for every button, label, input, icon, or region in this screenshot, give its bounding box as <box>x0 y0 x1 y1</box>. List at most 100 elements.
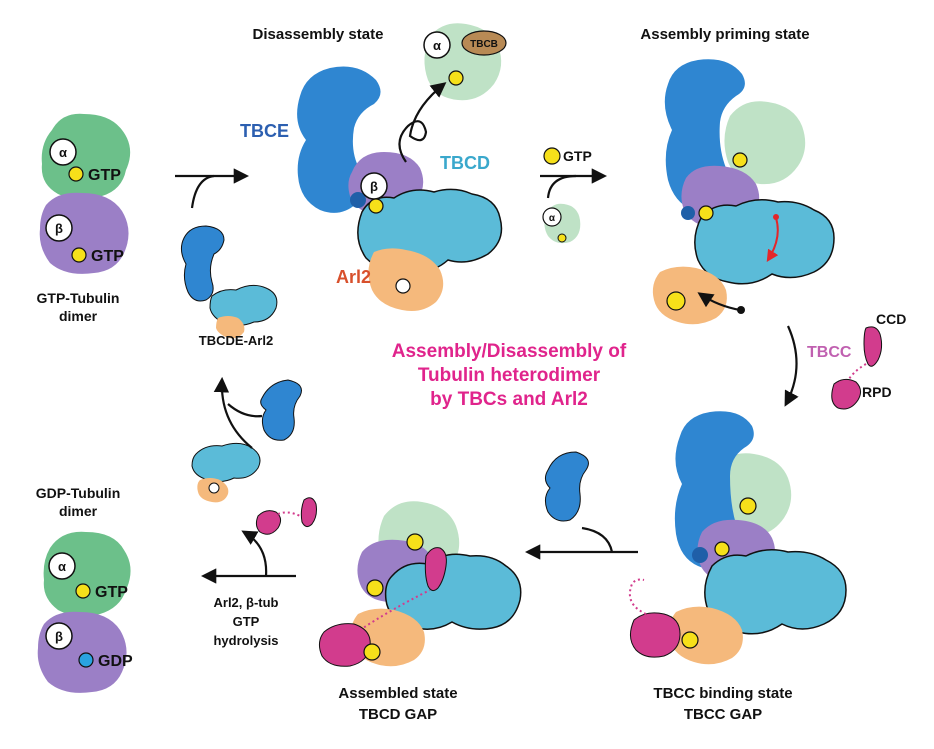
center-title-line2: Tubulin heterodimer <box>418 365 601 386</box>
tbcd-shape <box>209 284 278 327</box>
tbce-ubl-dot <box>692 547 708 563</box>
title-tbcc-binding-state: TBCC binding state <box>653 685 792 702</box>
hydrolysis-label-1: Arl2, β-tub <box>214 595 279 610</box>
gtp-ball <box>543 147 561 165</box>
gdp-tubulin-label: GDP-Tubulin <box>36 485 121 501</box>
tbcc-rpd-shape <box>630 612 681 658</box>
rpd-label: RPD <box>862 384 892 400</box>
tbcd-shape <box>191 442 261 483</box>
gtp-ball <box>557 233 567 243</box>
alpha-badge <box>542 207 562 227</box>
gtp-ball <box>739 497 757 515</box>
tbce-ubl-dot <box>350 192 366 208</box>
alpha-badge-text: α <box>433 38 441 53</box>
conformational-change-arrow <box>766 217 779 263</box>
tbcc-linker <box>628 578 647 615</box>
conformational-change-origin <box>773 214 779 220</box>
gtp-label: GTP <box>88 167 121 184</box>
tbcd-shape <box>694 199 835 285</box>
beta-tubulin-shape <box>39 192 129 274</box>
arrow-branch-gtp <box>546 174 577 199</box>
gtp-ball <box>448 70 464 86</box>
assembly-priming-complex <box>652 59 835 325</box>
arrow-branch-release <box>241 530 268 577</box>
alpha-badge <box>49 138 77 166</box>
arrow-branch-tbce-join <box>227 403 263 418</box>
beta-badge-text: β <box>55 221 63 236</box>
alpha-tbcb-complex: α TBCB <box>423 23 507 101</box>
tbcb-shape <box>461 30 507 56</box>
center-title-line1: Assembly/Disassembly of <box>392 341 627 362</box>
arrow-to-tbcc-binding <box>784 325 799 407</box>
beta-badge <box>45 214 73 242</box>
title-tbcd-gap: TBCD GAP <box>359 706 437 723</box>
gdp-tubulin-label-2: dimer <box>59 503 98 519</box>
gtp-ball <box>681 631 699 649</box>
gtp-ball <box>368 198 384 214</box>
gtp-ball <box>714 541 730 557</box>
beta-badge <box>45 622 73 650</box>
gtp-tubulin-label-2: dimer <box>59 308 98 324</box>
tbcc-rpd-shape <box>255 510 282 535</box>
gtp-ball <box>71 247 87 263</box>
tbcde-arl2-label: TBCDE-Arl2 <box>199 333 273 348</box>
gdp-tubulin-dimer: α β GTP GDP <box>37 531 133 693</box>
arrow-alpha-release <box>398 82 447 163</box>
tbcd-label: TBCD <box>440 153 490 173</box>
title-disassembly-state: Disassembly state <box>253 26 384 43</box>
alpha-badge-text: α <box>549 213 556 224</box>
tbcc-ccd-shape <box>300 497 317 528</box>
gtp-ball <box>68 166 84 182</box>
alpha-badge-text: α <box>58 559 66 574</box>
gdp-label: GDP <box>98 653 133 670</box>
gtp-tubulin-label: GTP-Tubulin <box>37 290 120 306</box>
arl2-shape <box>216 316 245 339</box>
arl2-shift-origin <box>737 306 745 314</box>
arl2-shift-arrow <box>697 292 741 312</box>
tbcc-rpd-shape <box>318 623 371 667</box>
tbce-label: TBCE <box>240 121 289 141</box>
beta-badge-text: β <box>55 629 63 644</box>
alpha-badge <box>423 31 451 59</box>
gtp-label: GTP <box>95 584 128 601</box>
gtp-ball <box>75 583 91 599</box>
tbcde-arl2-complex: TBCDE-Arl2 <box>180 225 278 348</box>
hydrolysis-label-2: GTP <box>233 614 260 629</box>
tbcc-protein: TBCC CCD RPD <box>807 311 906 410</box>
gdp-ball <box>78 652 94 668</box>
arl2-nucleotide-ball <box>395 278 411 294</box>
tbcc-binding-complex <box>628 411 847 665</box>
tbcb-label: TBCB <box>470 39 498 50</box>
title-assembled-state: Assembled state <box>338 685 457 702</box>
gtp-ball <box>732 152 748 168</box>
released-arl2-tbcd <box>191 442 261 503</box>
arrow-to-tbcde-arl2 <box>213 376 253 449</box>
ccd-label: CCD <box>876 311 906 327</box>
disassembly-complex: β TBCE TBCD Arl2 <box>240 66 503 311</box>
assembled-complex <box>318 501 522 667</box>
beta-badge-text: β <box>370 179 378 194</box>
gtp-label: GTP <box>91 248 124 265</box>
title-assembly-priming-state: Assembly priming state <box>640 26 809 43</box>
alpha-badge-text: α <box>59 145 67 160</box>
free-alpha-tubulin: α <box>542 203 581 244</box>
tbce-ubl-dot <box>681 206 695 220</box>
released-tbce-shape <box>544 451 589 522</box>
tbcc-rpd-shape <box>831 378 862 410</box>
tbcc-linker <box>359 589 431 631</box>
hydrolysis-label-3: hydrolysis <box>213 633 278 648</box>
released-tbcc <box>255 497 317 535</box>
tbcc-ccd-shape <box>424 547 447 592</box>
tbce-shape <box>180 225 225 302</box>
arl2-shape <box>652 266 727 325</box>
arl2-shape <box>668 606 743 665</box>
tbcc-linker <box>277 511 301 517</box>
gtp-ball <box>406 533 424 551</box>
arl2-label: Arl2 <box>336 267 371 287</box>
released-tbce-shape <box>260 379 302 441</box>
tbcc-ccd-shape <box>863 326 883 367</box>
gtp-ball <box>363 643 381 661</box>
gtp-ball <box>698 205 714 221</box>
